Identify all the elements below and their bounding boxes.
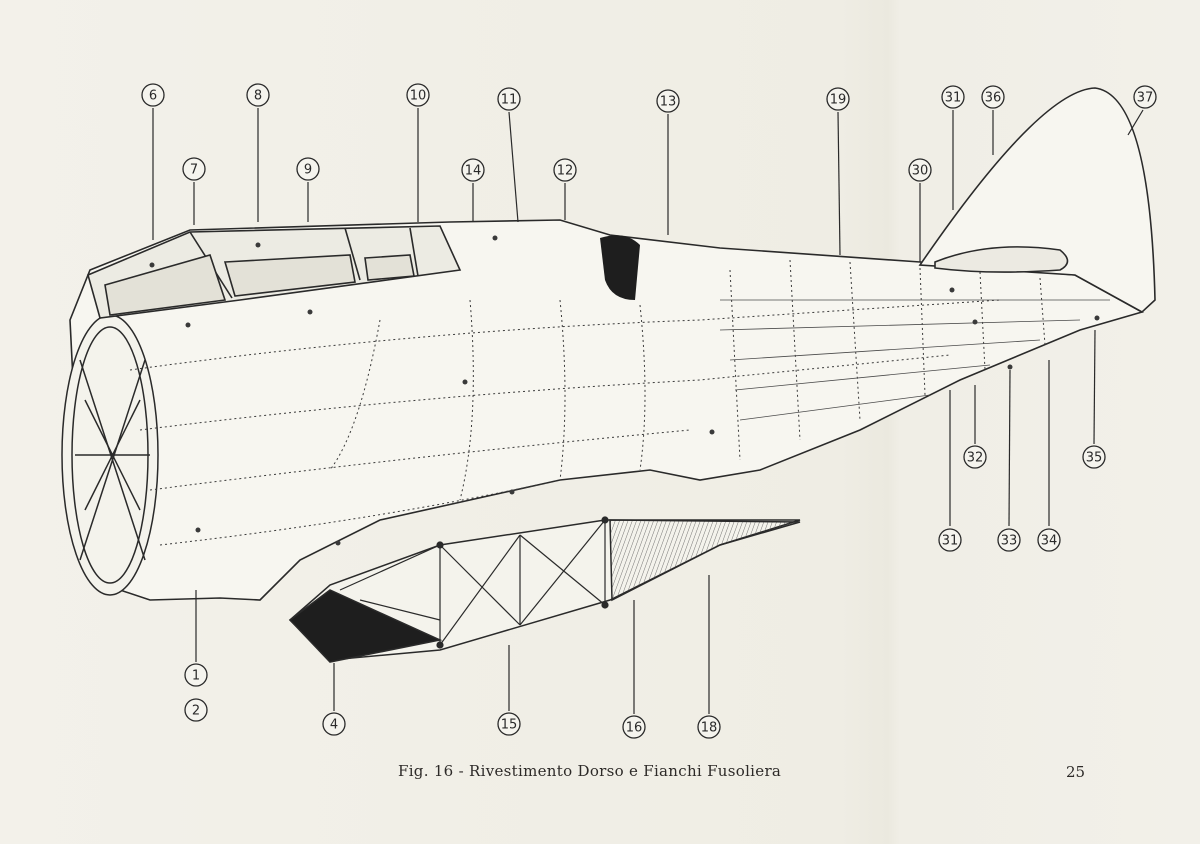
callout-19: 19	[826, 87, 850, 111]
callout-36: 36	[981, 85, 1005, 109]
callout-18: 18	[697, 715, 721, 739]
callout-circle	[697, 715, 721, 739]
callout-circle	[826, 87, 850, 111]
rivet-marks	[149, 235, 1100, 546]
callout-circle	[406, 83, 430, 107]
callout-circle	[622, 715, 646, 739]
callout-label: 37	[1137, 91, 1154, 106]
callout-circle	[497, 712, 521, 736]
callout-label: 9	[304, 163, 312, 178]
callout-6: 6	[141, 83, 165, 107]
callout-circle	[908, 158, 932, 182]
callout-circle	[182, 157, 206, 181]
callout-circle	[296, 157, 320, 181]
callout-7: 7	[182, 157, 206, 181]
callout-37: 37	[1133, 85, 1157, 109]
callout-circle	[497, 87, 521, 111]
callout-circle	[322, 712, 346, 736]
panel-lines	[129, 259, 1046, 546]
callout-11: 11	[497, 87, 521, 111]
callout-label: 14	[465, 164, 482, 179]
front-frame	[61, 314, 159, 596]
callout-label: 32	[967, 451, 984, 466]
page-number: 25	[1066, 763, 1086, 781]
callout-circle	[1082, 445, 1106, 469]
rear-stringers	[719, 299, 1110, 421]
callout-30: 30	[908, 158, 932, 182]
callout-label: 15	[501, 718, 518, 733]
leader-lines	[152, 108, 1144, 714]
callout-circle	[656, 89, 680, 113]
headrest-shadow	[600, 235, 640, 300]
callout-circle	[184, 698, 208, 722]
callout-label: 18	[701, 721, 718, 736]
callout-circle	[938, 528, 962, 552]
callout-12: 12	[553, 158, 577, 182]
callout-8: 8	[246, 83, 270, 107]
callout-label: 10	[410, 89, 427, 104]
callout-label: 4	[330, 718, 338, 733]
fuselage-outline	[69, 219, 1145, 601]
callout-31-top: 31	[941, 85, 965, 109]
callout-label: 1	[192, 669, 200, 684]
callout-1: 1	[184, 663, 208, 687]
wing-section	[288, 519, 801, 663]
callout-9: 9	[296, 157, 320, 181]
callout-label: 13	[660, 95, 677, 110]
callout-label: 11	[501, 93, 518, 108]
callout-10: 10	[406, 83, 430, 107]
callout-label: 2	[192, 704, 200, 719]
callout-label: 35	[1086, 451, 1103, 466]
callout-15: 15	[497, 712, 521, 736]
wing-trailing-shadow	[609, 519, 801, 602]
callout-circle	[963, 445, 987, 469]
callout-16: 16	[622, 715, 646, 739]
callout-13: 13	[656, 89, 680, 113]
callout-circle	[1037, 528, 1061, 552]
callout-label: 31	[945, 91, 962, 106]
callout-label: 6	[149, 89, 157, 104]
callout-label: 12	[557, 164, 574, 179]
callout-circle	[553, 158, 577, 182]
callout-circle	[997, 528, 1021, 552]
callout-label: 16	[626, 721, 643, 736]
callout-34: 34	[1037, 528, 1061, 552]
wing-truss	[339, 516, 609, 649]
callout-label: 30	[912, 164, 929, 179]
callout-label: 31	[942, 534, 959, 549]
tail-fin	[918, 87, 1156, 313]
callout-label: 7	[190, 163, 198, 178]
tail-access-panel	[934, 246, 1069, 273]
callout-2: 2	[184, 698, 208, 722]
callout-circle	[141, 83, 165, 107]
callout-32: 32	[963, 445, 987, 469]
callout-35: 35	[1082, 445, 1106, 469]
callout-label: 34	[1041, 534, 1058, 549]
figure-caption: Fig. 16 - Rivestimento Dorso e Fianchi F…	[398, 762, 782, 780]
callout-33: 33	[997, 528, 1021, 552]
callout-label: 8	[254, 89, 262, 104]
callout-4: 4	[322, 712, 346, 736]
callout-31-bottom: 31	[938, 528, 962, 552]
callout-label: 33	[1001, 534, 1018, 549]
callout-circle	[246, 83, 270, 107]
callout-14: 14	[461, 158, 485, 182]
callout-circle	[1133, 85, 1157, 109]
callout-label: 19	[830, 93, 847, 108]
callout-circle	[184, 663, 208, 687]
callouts: 6 8 10 11 13 19 31 36 37 7 9 14 12 30 32…	[141, 83, 1157, 739]
canopy	[87, 225, 462, 319]
callout-circle	[461, 158, 485, 182]
callout-circle	[981, 85, 1005, 109]
callout-circle	[941, 85, 965, 109]
callout-label: 36	[985, 91, 1002, 106]
fuselage-body	[69, 219, 1145, 601]
